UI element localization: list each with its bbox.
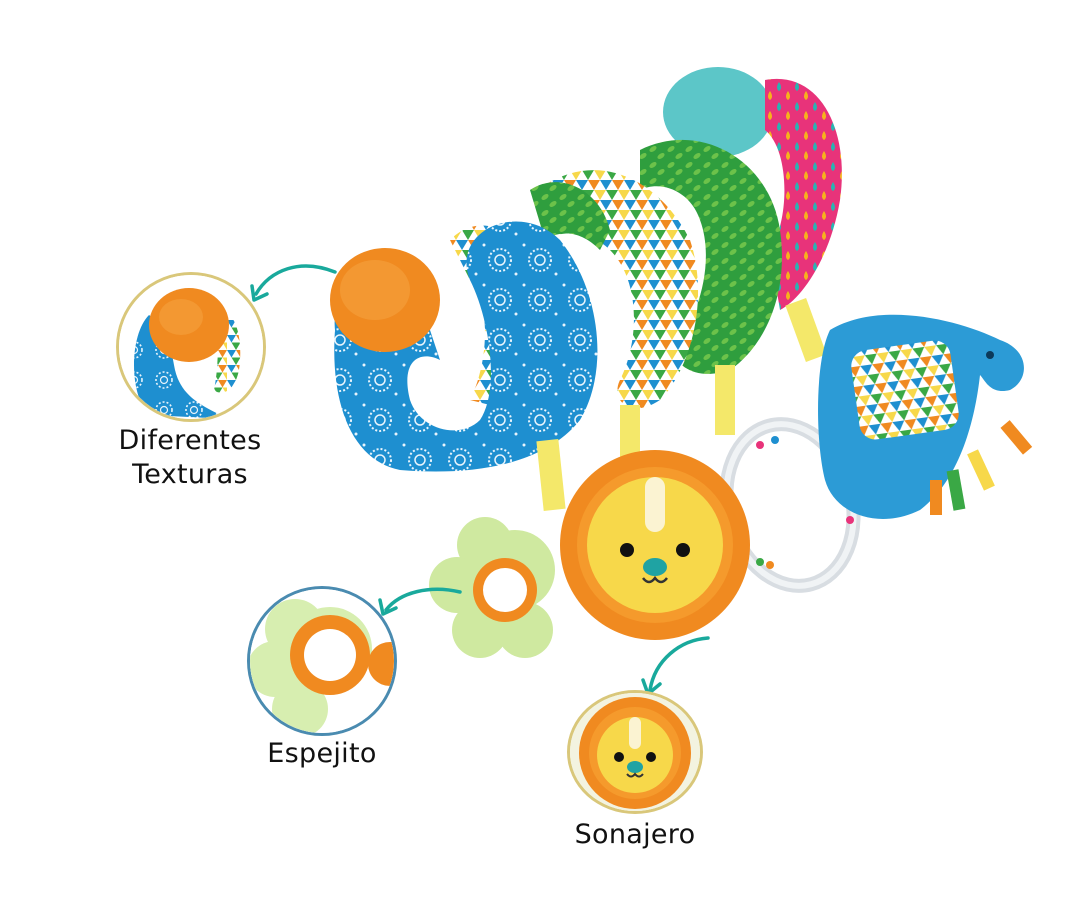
textures-label-line1: Diferentes	[118, 425, 262, 456]
mirror-closeup-icon	[250, 589, 394, 733]
textures-label-line2: Texturas	[132, 458, 248, 490]
rattle-label: Sonajero	[574, 819, 696, 850]
textures-label: Diferentes Texturas	[90, 424, 290, 492]
mirror-label: Espejito	[267, 738, 377, 769]
textures-closeup-icon	[119, 275, 263, 419]
rattle-callout-circle	[567, 690, 703, 814]
textures-callout-circle	[116, 272, 266, 422]
rattle-lion-closeup-icon	[570, 693, 700, 811]
mirror-callout-circle	[247, 586, 397, 736]
